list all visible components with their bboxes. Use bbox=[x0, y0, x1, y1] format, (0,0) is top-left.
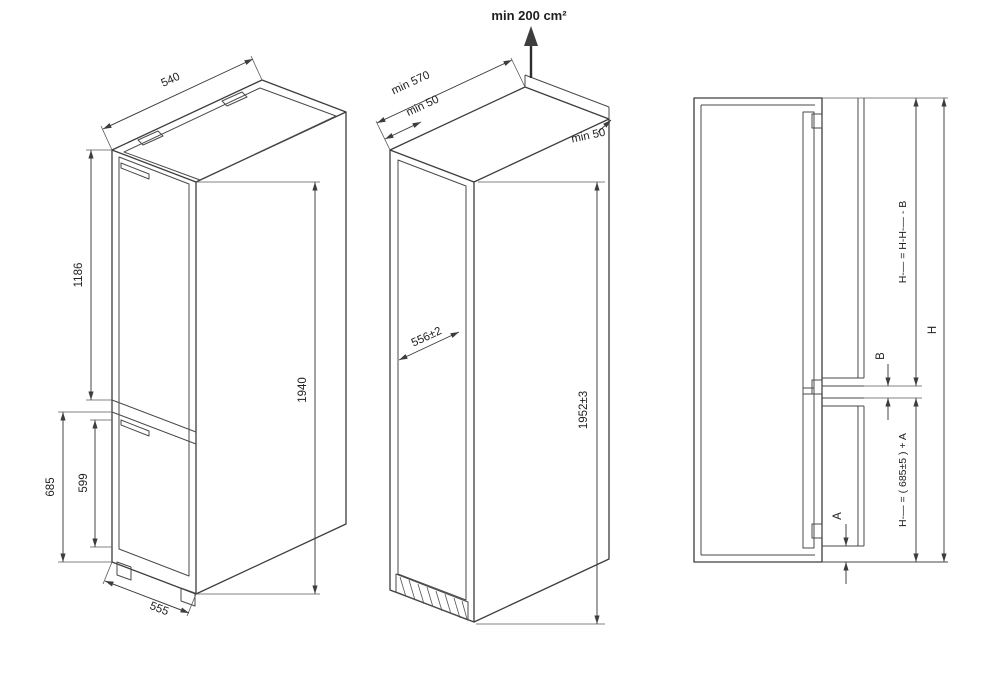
side-wall-upper bbox=[857, 98, 865, 378]
niche-top-vent-panel bbox=[524, 74, 610, 119]
dim-599-label: 599 bbox=[78, 473, 90, 492]
fridge-door-bar bbox=[802, 111, 815, 549]
dim-b: B bbox=[864, 352, 922, 420]
dim-h-total: H bbox=[927, 98, 947, 562]
niche-opening-inset bbox=[397, 159, 467, 601]
dim-556: 556±2 bbox=[398, 325, 460, 361]
dim-555-label: 555 bbox=[148, 600, 170, 618]
vent-grille bbox=[395, 573, 469, 621]
dim-min50-rear: min 50 bbox=[570, 119, 612, 146]
fridge-isometric-view: 540 1186 685 599 1940 bbox=[45, 55, 347, 618]
vent-arrow bbox=[524, 26, 538, 78]
dim-a: A bbox=[832, 512, 849, 584]
divider-shelf-lines bbox=[822, 377, 864, 407]
dim-h-lower-formula: H-— = ( 685±5 ) + A bbox=[897, 398, 919, 562]
door-handle-upper bbox=[120, 162, 150, 180]
cabinet-section-view: B H-— = H-H-— - B H-— = ( 685±5 ) + A H … bbox=[693, 97, 948, 584]
door-hinges bbox=[811, 113, 823, 539]
formula-upper-label: H-— = H-H-— - B bbox=[897, 201, 909, 284]
dim-min570: min 570 bbox=[375, 57, 526, 151]
dim-1952-label: 1952±3 bbox=[578, 391, 590, 429]
dim-a-label: A bbox=[832, 512, 844, 520]
formula-lower-label: H-— = ( 685±5 ) + A bbox=[897, 433, 909, 527]
niche-edges bbox=[389, 118, 610, 622]
hinge-cover-top-left bbox=[137, 130, 164, 146]
vent-area-label: min 200 cm² bbox=[491, 8, 567, 23]
dim-1940: 1940 bbox=[196, 181, 320, 595]
fridge-body-edges bbox=[111, 111, 347, 594]
door-handle-lower bbox=[120, 419, 150, 437]
dim-540-label: 540 bbox=[160, 71, 182, 90]
dim-540: 540 bbox=[100, 55, 263, 151]
door-split-lines bbox=[111, 399, 197, 445]
dim-h-label: H bbox=[927, 326, 939, 334]
dim-b-label: B bbox=[875, 352, 887, 360]
dim-min50-top-label: min 50 bbox=[405, 94, 441, 119]
dim-1940-label: 1940 bbox=[297, 377, 309, 403]
fridge-door-panel bbox=[118, 156, 190, 577]
niche-outline bbox=[389, 86, 610, 623]
dim-min50-top: min 50 bbox=[384, 94, 441, 140]
fridge-body-outline bbox=[111, 79, 347, 595]
dim-685: 685 bbox=[45, 411, 112, 563]
cabinet-inner-walls bbox=[700, 104, 815, 556]
dim-1186: 1186 bbox=[73, 149, 112, 401]
niche-isometric-view: min 200 cm² min 570 min 50 min 50 556±2 bbox=[375, 8, 612, 625]
dim-min570-label: min 570 bbox=[390, 69, 432, 97]
dim-min50-rear-label: min 50 bbox=[570, 127, 606, 146]
side-wall-lower bbox=[857, 406, 865, 546]
cabinet-outline bbox=[693, 97, 823, 563]
dim-h-upper-formula: H-— = H-H-— - B bbox=[897, 98, 919, 386]
dim-1186-label: 1186 bbox=[73, 263, 85, 288]
dim-556-label: 556±2 bbox=[410, 325, 444, 349]
dim-599: 599 bbox=[78, 419, 112, 548]
dim-685-label: 685 bbox=[45, 477, 57, 496]
dim-1952: 1952±3 bbox=[476, 181, 605, 625]
